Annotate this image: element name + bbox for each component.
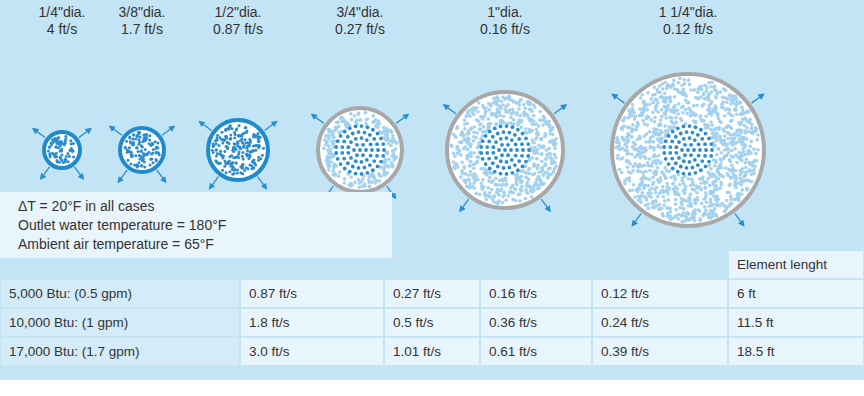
heat-arrow [118, 170, 127, 182]
pipe-cross-section [422, 4, 588, 230]
table-cell [241, 338, 383, 365]
pipe-wall [44, 132, 80, 168]
table-cell-text: 0.39 ft/s [601, 344, 649, 360]
table-cell [481, 309, 591, 336]
pipe-section: 1"dia.0.16 ft/s [422, 4, 588, 230]
table-cell-text: 6 ft [737, 286, 756, 302]
heat-arrow [444, 105, 456, 114]
heat-arrow [265, 122, 277, 131]
pipe-label: 4 ft/s [14, 21, 110, 38]
heat-arrow [312, 114, 324, 123]
table-cell-text: 0.36 ft/s [489, 315, 537, 331]
table-cell [729, 309, 863, 336]
pipe-section: 3/4"dia.0.27 ft/s [293, 4, 427, 214]
heat-arrow [157, 170, 166, 182]
pipe-label: 1/4"dia. [14, 4, 110, 21]
heat-arrow [41, 167, 50, 179]
table-cell-text: 10,000 Btu: (1 gpm) [9, 315, 128, 331]
heat-arrow [258, 177, 267, 189]
table-cell-text: 3.0 ft/s [249, 344, 290, 360]
note-box: ΔT = 20°F in all casesOutlet water tempe… [0, 192, 392, 258]
pipe-wall [318, 108, 402, 192]
table-cell [1, 338, 239, 365]
heat-arrow [74, 167, 83, 179]
heat-arrow [752, 94, 764, 103]
water-dots [449, 94, 558, 205]
table-cell-text: 5,000 Btu: (0.5 gpm) [9, 286, 132, 302]
water-dots [47, 135, 75, 164]
heat-arrow [33, 129, 45, 138]
table-cell [593, 280, 727, 307]
heat-arrow [79, 129, 91, 138]
table-cell-text: 0.24 ft/s [601, 315, 649, 331]
table-cell [481, 338, 591, 365]
blue-ground [0, 0, 864, 380]
pipe-cross-section [587, 4, 789, 248]
table-cell [1, 309, 239, 336]
pipe-label: 0.12 ft/s [587, 21, 789, 38]
pipe-section: 1 1/4"dia.0.12 ft/s [587, 4, 789, 248]
note-line: Ambient air temperature = 65°F [18, 235, 376, 254]
table-cell-text: 1.8 ft/s [249, 315, 290, 331]
pipe-section: 1/2"dia.0.87 ft/s [183, 4, 293, 202]
pipe-label: 1 1/4"dia. [587, 4, 789, 21]
table-cell [729, 280, 863, 307]
pipe-label: 3/4"dia. [293, 4, 427, 21]
table-cell-text: 0.5 ft/s [393, 315, 434, 331]
pipe-section: 1/4"dia.4 ft/s [14, 4, 110, 190]
heat-arrow [554, 105, 566, 114]
pipe-label: 1"dia. [422, 4, 588, 21]
heat-arrow [460, 199, 469, 211]
water-dots [322, 111, 399, 189]
table-cell [1, 280, 239, 307]
pipe-wall [208, 120, 268, 180]
table-cell [593, 338, 727, 365]
heat-arrow [541, 199, 550, 211]
pipe-label: 1/2"dia. [183, 4, 293, 21]
pipe-section: 3/8"dia.1.7 ft/s [94, 4, 190, 194]
heat-arrow [110, 126, 122, 135]
column-header: Element lenght [737, 257, 827, 273]
table-cell-text: 0.12 ft/s [601, 286, 649, 302]
table-cell [241, 280, 383, 307]
heat-arrow [612, 94, 624, 103]
heat-arrow [396, 114, 408, 123]
table-cell-text: 0.87 ft/s [249, 286, 297, 302]
table-cell [593, 309, 727, 336]
table-cell-text: 0.61 ft/s [489, 344, 537, 360]
table-cell-text: 0.27 ft/s [393, 286, 441, 302]
pipe-label: 3/8"dia. [94, 4, 190, 21]
table-cell-text: 18.5 ft [737, 344, 775, 360]
pipe-wall [612, 74, 764, 226]
water-dots [124, 131, 161, 168]
table-cell-text: 0.16 ft/s [489, 286, 537, 302]
table-cell-text: 11.5 ft [737, 315, 774, 331]
pipe-label: 1.7 ft/s [94, 21, 190, 38]
pipe-label: 0.87 ft/s [183, 21, 293, 38]
pipe-wall [120, 128, 164, 172]
table-cell [385, 280, 479, 307]
pipe-wall [447, 92, 563, 208]
table-cell [385, 309, 479, 336]
heat-arrow [162, 126, 174, 135]
water-dots [614, 77, 760, 224]
heat-arrow [199, 122, 211, 131]
note-line: Outlet water temperature = 180°F [18, 216, 376, 235]
table-cell-text: 1.01 ft/s [393, 344, 441, 360]
water-dots [211, 124, 265, 175]
pipe-label: 0.27 ft/s [293, 21, 427, 38]
table-cell [385, 338, 479, 365]
note-line: ΔT = 20°F in all cases [18, 197, 376, 216]
pipe-label: 0.16 ft/s [422, 21, 588, 38]
table-cell [729, 338, 863, 365]
heat-arrow [632, 214, 641, 226]
table-cell [241, 309, 383, 336]
table-cell [481, 280, 591, 307]
heat-arrow [210, 177, 219, 189]
heat-arrow [735, 214, 744, 226]
table-cell-text: 17,000 Btu: (1.7 gpm) [9, 344, 140, 360]
table-cell [729, 251, 863, 278]
